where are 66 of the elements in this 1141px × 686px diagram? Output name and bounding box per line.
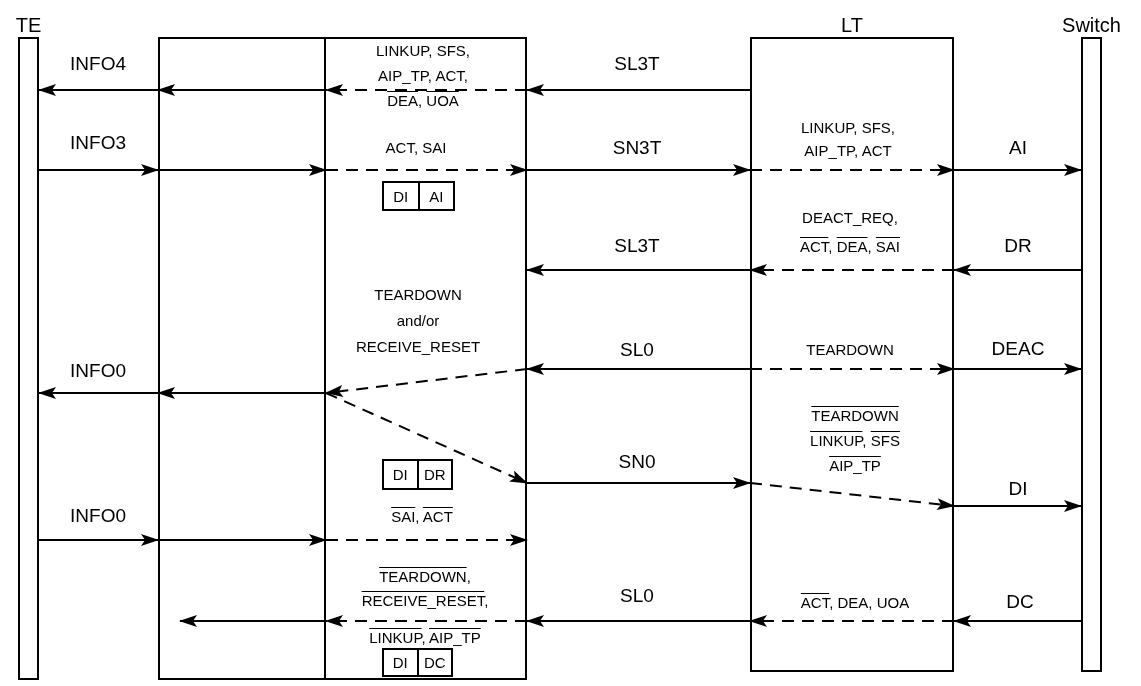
arrow (325, 615, 528, 627)
edge-label: SAI, ACT (391, 508, 453, 526)
edge-label: LINKUP, SFS, AIP_TP, ACT (801, 118, 895, 161)
arrow (325, 164, 528, 176)
state-code: DI (392, 186, 410, 207)
arrow (325, 84, 528, 96)
arrow (953, 264, 1082, 276)
edge-label: SN3T (612, 137, 662, 159)
edge-label: INFO0 (70, 505, 126, 527)
arrow (749, 164, 955, 176)
edge-label: SN0 (618, 451, 656, 473)
edge-label: TEARDOWN (806, 341, 894, 359)
state-code: DR (416, 461, 451, 488)
state-code: DI (391, 653, 409, 673)
arrow (749, 363, 955, 375)
arrow (38, 534, 327, 546)
state-box (382, 648, 453, 677)
arrow (526, 477, 751, 489)
arrow (749, 482, 955, 511)
arrow (953, 164, 1082, 176)
arrow (526, 363, 751, 375)
edge-label: INFO0 (70, 360, 126, 382)
edge-label: TEARDOWN, RECEIVE_RESET, LINKUP, AIP_TP (361, 567, 489, 648)
state-box (382, 459, 453, 490)
edge-label: DR (1004, 235, 1032, 257)
arrow (325, 368, 528, 397)
arrow (526, 84, 751, 96)
lifeline-label: LT (841, 14, 863, 36)
edge-label: ACT, SAI (385, 139, 447, 157)
arrow (38, 387, 327, 399)
arrow (749, 264, 955, 276)
edge-label: SL0 (620, 339, 654, 361)
arrow (953, 500, 1082, 512)
edge-label: ACT, DEA, UOA (800, 594, 910, 612)
arrow (526, 264, 751, 276)
arrow (179, 615, 327, 627)
edge-label: SL3T (614, 235, 660, 257)
device-section (324, 37, 527, 680)
arrow (526, 615, 751, 627)
arrow (749, 615, 955, 627)
arrow (526, 164, 751, 176)
arrow (38, 164, 327, 176)
edge-label: TEARDOWN LINKUP, SFS AIP_TP (810, 406, 900, 476)
arrow (953, 363, 1082, 375)
arrow (953, 615, 1082, 627)
edge-label: SL3T (614, 53, 660, 75)
edge-label: AI (1009, 137, 1027, 159)
arrow (325, 534, 528, 546)
edge-label: DEAC (991, 338, 1045, 360)
arrow (325, 392, 528, 484)
state-code: DC (416, 650, 451, 675)
lifeline-label: Switch (1062, 14, 1121, 36)
edge-label: DEACT_REQ, ACT, DEA, SAI (799, 208, 901, 257)
lifeline-label: TE (15, 14, 42, 36)
edge-label: DI (1008, 478, 1028, 500)
edge-label: TEARDOWN and/or RECEIVE_RESET (355, 285, 481, 357)
state-code: DI (391, 465, 409, 485)
edge-label: INFO4 (70, 53, 126, 75)
edge-label: LINKUP, SFS, AIP_TP, ACT, DEA, UOA (376, 41, 470, 111)
device-section (158, 37, 326, 680)
edge-label: DC (1006, 591, 1034, 613)
edge-label: INFO3 (70, 132, 126, 154)
arrow (38, 84, 327, 96)
state-box (382, 181, 455, 211)
edge-label: SL0 (620, 585, 654, 607)
state-code: AI (417, 183, 453, 209)
